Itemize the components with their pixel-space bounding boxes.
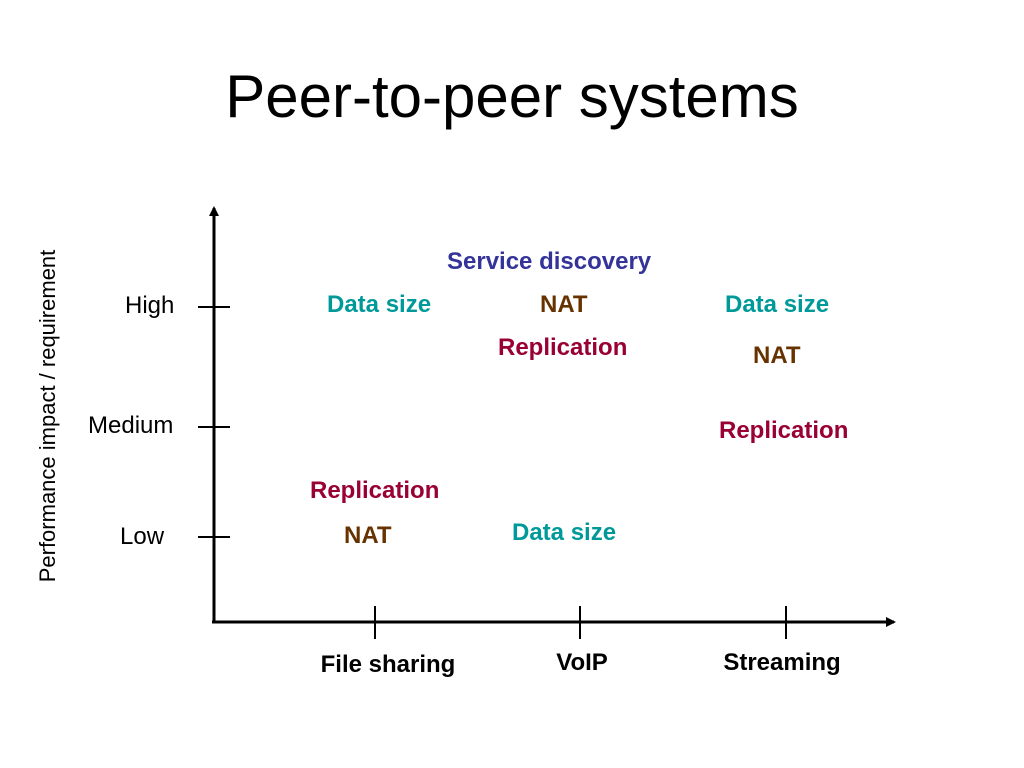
level-label-high: High <box>125 292 175 319</box>
slide-title: Peer-to-peer systems <box>225 63 799 130</box>
item-nat-file-sharing-low: NAT <box>344 522 392 549</box>
level-label-low: Low <box>120 523 165 550</box>
item-data-size-streaming-high: Data size <box>725 291 830 318</box>
item-replication-streaming-medium: Replication <box>719 417 849 444</box>
item-nat-streaming-high: NAT <box>753 342 801 369</box>
item-replication-file-sharing-low: Replication <box>310 477 440 504</box>
category-label-file-sharing: File sharing <box>320 651 456 678</box>
level-label-medium: Medium <box>88 412 174 439</box>
item-replication-voip-high: Replication <box>498 334 628 361</box>
item-service-discovery-voip-high: Service discovery <box>447 248 652 275</box>
category-label-voip: VoIP <box>556 649 608 676</box>
item-nat-voip-high: NAT <box>540 291 588 318</box>
item-data-size-file-sharing-high: Data size <box>327 291 432 318</box>
category-label-streaming: Streaming <box>723 649 841 676</box>
item-data-size-voip-low: Data size <box>512 519 617 546</box>
